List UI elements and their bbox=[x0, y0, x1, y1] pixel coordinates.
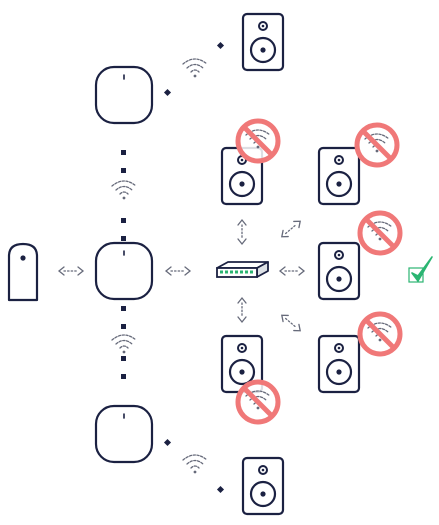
wifi-icon bbox=[182, 454, 208, 475]
wired-link-arrow bbox=[165, 266, 191, 276]
speaker-icon bbox=[241, 12, 285, 72]
mesh-node-icon bbox=[94, 404, 154, 464]
backhaul-link-lower bbox=[121, 306, 126, 379]
wired-link-arrow bbox=[278, 217, 304, 241]
wifi-disabled-icon bbox=[235, 118, 281, 164]
speaker-icon bbox=[317, 146, 361, 206]
wifi-icon bbox=[182, 58, 208, 79]
wifi-disabled-icon bbox=[354, 122, 400, 168]
wifi-disabled-badges bbox=[235, 118, 403, 425]
wifi-icon bbox=[111, 180, 137, 201]
wired-link-arrow bbox=[279, 266, 305, 276]
wifi-disabled-icon bbox=[357, 210, 403, 256]
network-switch-icon bbox=[216, 261, 269, 278]
router-icon bbox=[7, 242, 39, 302]
wireless-link-bottom-speaker bbox=[163, 438, 225, 494]
backhaul-link-upper bbox=[121, 150, 126, 241]
speaker-icon bbox=[317, 334, 361, 394]
mesh-node-icon bbox=[94, 241, 154, 301]
speaker-icon bbox=[241, 456, 285, 516]
wifi-disabled-icon bbox=[235, 379, 281, 425]
wired-link-arrow bbox=[58, 266, 84, 276]
mesh-node-icon bbox=[94, 65, 154, 125]
wireless-speaker-links bbox=[163, 41, 225, 494]
wireless-backhaul-links bbox=[111, 150, 137, 379]
wired-link-arrow bbox=[278, 311, 304, 335]
wired-link-arrow bbox=[237, 219, 247, 245]
wifi-disabled-icon bbox=[357, 311, 403, 357]
speaker-icon bbox=[317, 241, 361, 301]
wired-link-arrow bbox=[237, 297, 247, 323]
checkmark-icon bbox=[408, 256, 433, 283]
wireless-link-top-speaker bbox=[163, 41, 225, 97]
wifi-icon bbox=[111, 334, 137, 355]
